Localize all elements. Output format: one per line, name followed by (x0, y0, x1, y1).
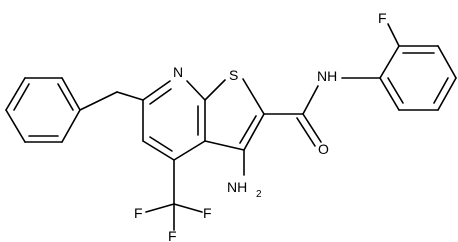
pyridine-ring (142, 80, 206, 161)
carbonyl-oxygen-label: O (318, 141, 329, 157)
amide-nh-label: NH (317, 68, 337, 84)
cf3-fluorine-left-label: F (134, 205, 143, 221)
aryl-fluorine-label: F (378, 10, 387, 26)
pyridine-nitrogen-label: N (173, 64, 183, 80)
thiophene-ring (204, 78, 265, 151)
sulfur-label: S (229, 67, 238, 83)
trifluoromethyl-group (145, 159, 203, 231)
amino-subscript-label: 2 (256, 189, 262, 200)
methylene-linker (79, 91, 144, 111)
cf3-fluorine-bottom-label: F (168, 228, 177, 242)
benzyl-phenyl-ring (5, 77, 81, 143)
fluorophenyl-ring (341, 23, 457, 111)
amide-group (263, 85, 322, 147)
cf3-fluorine-right-label: F (203, 205, 212, 221)
amino-nh-label: NH (227, 179, 247, 195)
